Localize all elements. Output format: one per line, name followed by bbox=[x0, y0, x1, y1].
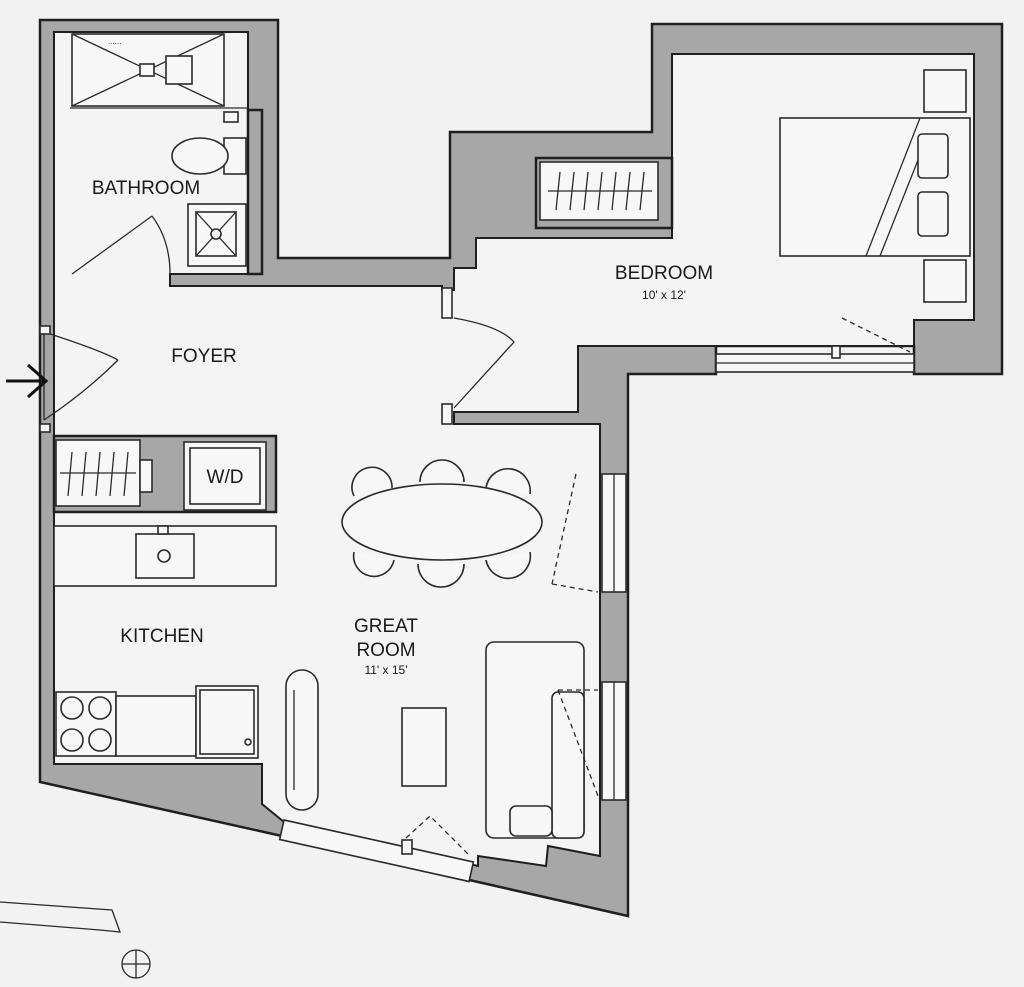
nightstand-top bbox=[923, 69, 967, 113]
bathroom-door bbox=[71, 215, 171, 275]
shower-drain-icon bbox=[139, 63, 155, 77]
bench bbox=[285, 669, 319, 811]
great-room-dimensions: 11' x 15' bbox=[364, 663, 407, 677]
entry-door bbox=[43, 331, 119, 421]
dining-table bbox=[341, 483, 543, 561]
pillow-bottom bbox=[917, 191, 949, 237]
dining-set bbox=[341, 459, 543, 588]
foyer-label: FOYER bbox=[171, 346, 236, 367]
interior-floor bbox=[53, 31, 975, 868]
bedroom-door bbox=[453, 317, 515, 409]
great-room-window-bottom bbox=[278, 819, 475, 883]
closet-hangers bbox=[548, 171, 652, 211]
coffee-table bbox=[401, 707, 447, 787]
bedroom-label: BEDROOM bbox=[615, 263, 713, 284]
toilet-bowl bbox=[171, 137, 229, 175]
site-edge bbox=[0, 901, 121, 933]
svg-text:......: ...... bbox=[108, 37, 121, 46]
pillow-top bbox=[917, 133, 949, 179]
nightstand-bottom bbox=[923, 259, 967, 303]
arrow-right-icon bbox=[6, 363, 49, 399]
great-room-label-line2: ROOM bbox=[356, 640, 415, 661]
kitchen-label: KITCHEN bbox=[120, 626, 203, 647]
great-room-label-line1: GREAT bbox=[354, 616, 418, 637]
sofa bbox=[485, 641, 585, 839]
bedroom-dimensions: 10' x 12' bbox=[642, 288, 686, 302]
kitchen-closet-hangers bbox=[60, 451, 136, 497]
compass-crosshair-icon bbox=[121, 949, 151, 979]
bathroom-partition bbox=[246, 108, 264, 276]
washer-dryer-label: W/D bbox=[207, 467, 244, 488]
shower-valve bbox=[165, 55, 193, 85]
bathroom-label: BATHROOM bbox=[92, 178, 200, 199]
